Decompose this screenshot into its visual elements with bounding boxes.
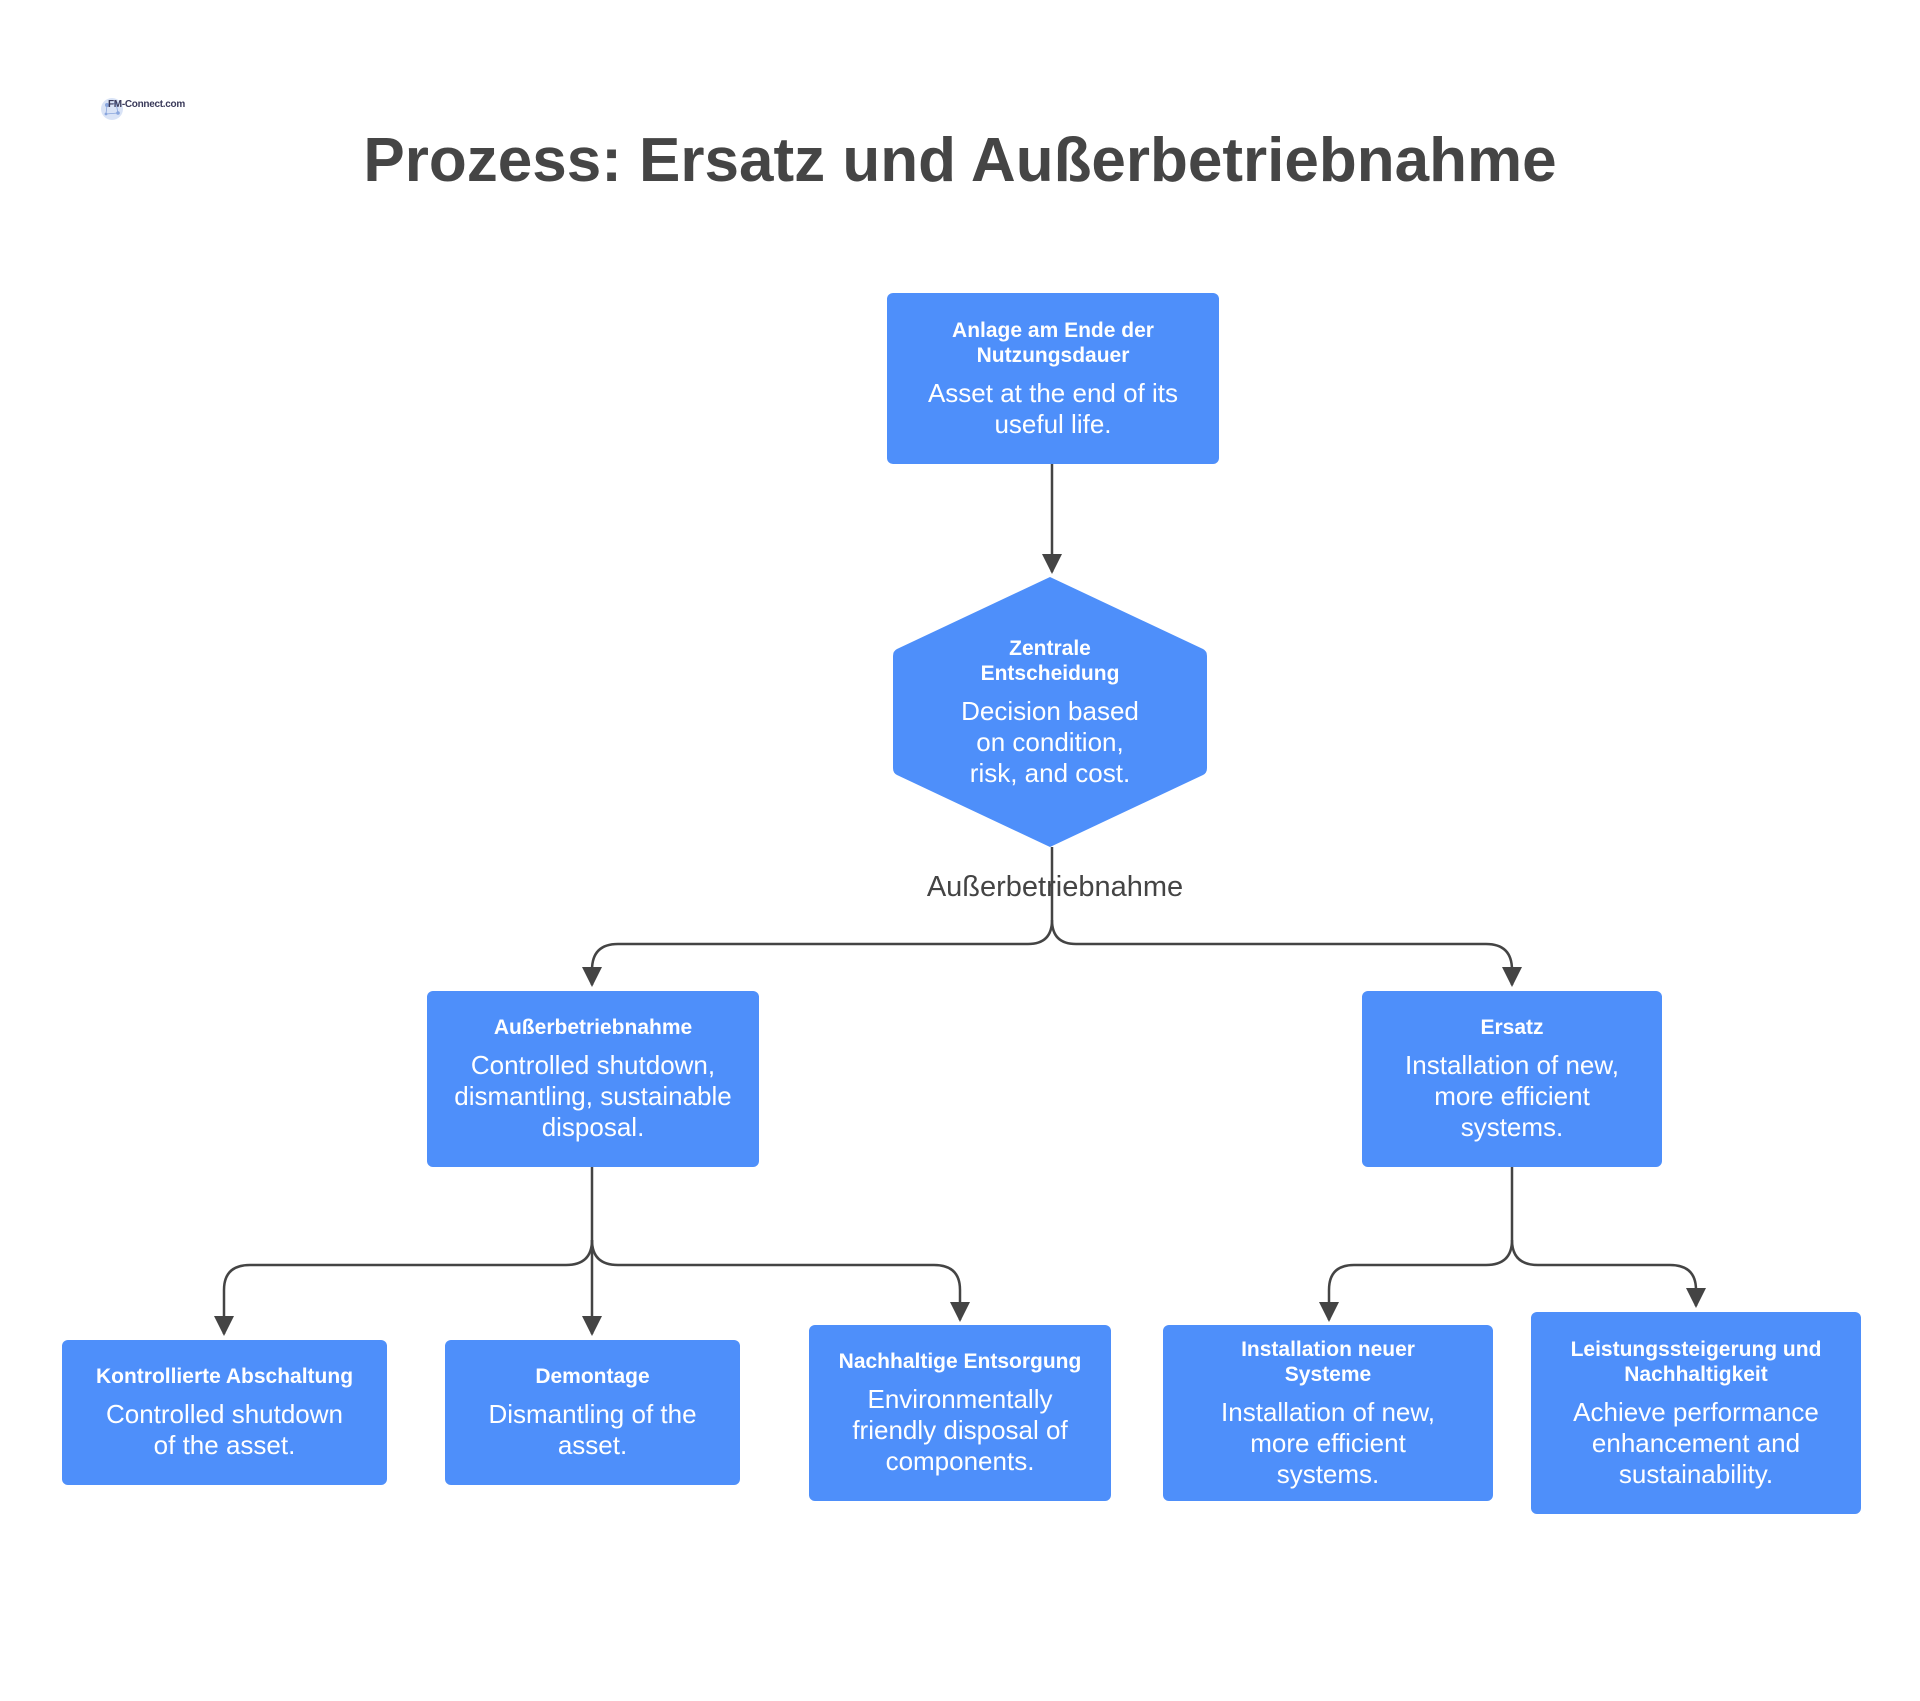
node-disposal-desc: Environmentally friendly disposal of com… bbox=[852, 1384, 1068, 1476]
node-replacement-desc: Installation of new, more efficient syst… bbox=[1405, 1050, 1619, 1142]
node-installation-desc: Installation of new, more efficient syst… bbox=[1221, 1396, 1435, 1489]
node-disposal-title: Nachhaltige Entsorgung bbox=[838, 1350, 1082, 1373]
connector-decommission-shutdown bbox=[214, 1167, 594, 1336]
node-decommission-desc: Controlled shutdown, dismantling, sustai… bbox=[454, 1050, 732, 1142]
node-decision-title: Zentrale Entscheidung bbox=[980, 636, 1120, 685]
node-start: Anlage am Ende der Nutzungsdauer Asset a… bbox=[887, 293, 1219, 464]
connector-decision-replacement bbox=[1050, 919, 1522, 987]
node-dismantling-title: Demontage bbox=[535, 1365, 650, 1388]
node-dismantling: Demontage Dismantling of the asset. bbox=[445, 1340, 740, 1485]
node-installation-title: Installation neuer Systeme bbox=[1241, 1337, 1415, 1386]
node-start-desc: Asset at the end of its useful life. bbox=[927, 377, 1179, 439]
node-decommission: Außerbetriebnahme Controlled shutdown, d… bbox=[427, 991, 759, 1167]
connector-decision-decommission bbox=[582, 847, 1054, 987]
node-replacement-title: Ersatz bbox=[1480, 1016, 1544, 1039]
node-shutdown: Kontrollierte Abschaltung Controlled shu… bbox=[62, 1340, 387, 1485]
node-start-title: Anlage am Ende der Nutzungsdauer bbox=[952, 318, 1154, 367]
node-decision: Zentrale Entscheidung Decision based on … bbox=[893, 577, 1207, 847]
connector-replacement-performance bbox=[1510, 1239, 1706, 1308]
node-replacement: Ersatz Installation of new, more efficie… bbox=[1362, 991, 1662, 1167]
fm-connect-logo: FM-Connect.com bbox=[98, 95, 185, 125]
node-performance-desc: Achieve performance enhancement and sust… bbox=[1573, 1396, 1819, 1489]
node-installation: Installation neuer Systeme Installation … bbox=[1163, 1325, 1493, 1501]
node-dismantling-desc: Dismantling of the asset. bbox=[488, 1399, 697, 1460]
connector-decommission-disposal bbox=[590, 1239, 970, 1322]
node-disposal: Nachhaltige Entsorgung Environmentally f… bbox=[809, 1325, 1111, 1501]
logo-graphic-icon bbox=[101, 98, 123, 120]
page-title: Prozess: Ersatz und Außerbetriebnahme bbox=[363, 126, 1557, 195]
node-decision-desc: Decision based on condition, risk, and c… bbox=[961, 695, 1139, 788]
node-decommission-title: Außerbetriebnahme bbox=[493, 1016, 693, 1039]
hexagon-shape bbox=[893, 577, 1207, 847]
logo-text: FM-Connect.com bbox=[108, 99, 185, 110]
node-performance-title: Leistungssteigerung und Nachhaltigkeit bbox=[1570, 1337, 1822, 1386]
node-shutdown-desc: Controlled shutdown of the asset. bbox=[105, 1399, 344, 1460]
node-decision-text: Zentrale Entscheidung Decision based on … bbox=[933, 577, 1167, 847]
connector-replacement-installation bbox=[1319, 1167, 1514, 1322]
node-shutdown-title: Kontrollierte Abschaltung bbox=[95, 1365, 354, 1388]
node-performance: Leistungssteigerung und Nachhaltigkeit A… bbox=[1531, 1312, 1861, 1514]
